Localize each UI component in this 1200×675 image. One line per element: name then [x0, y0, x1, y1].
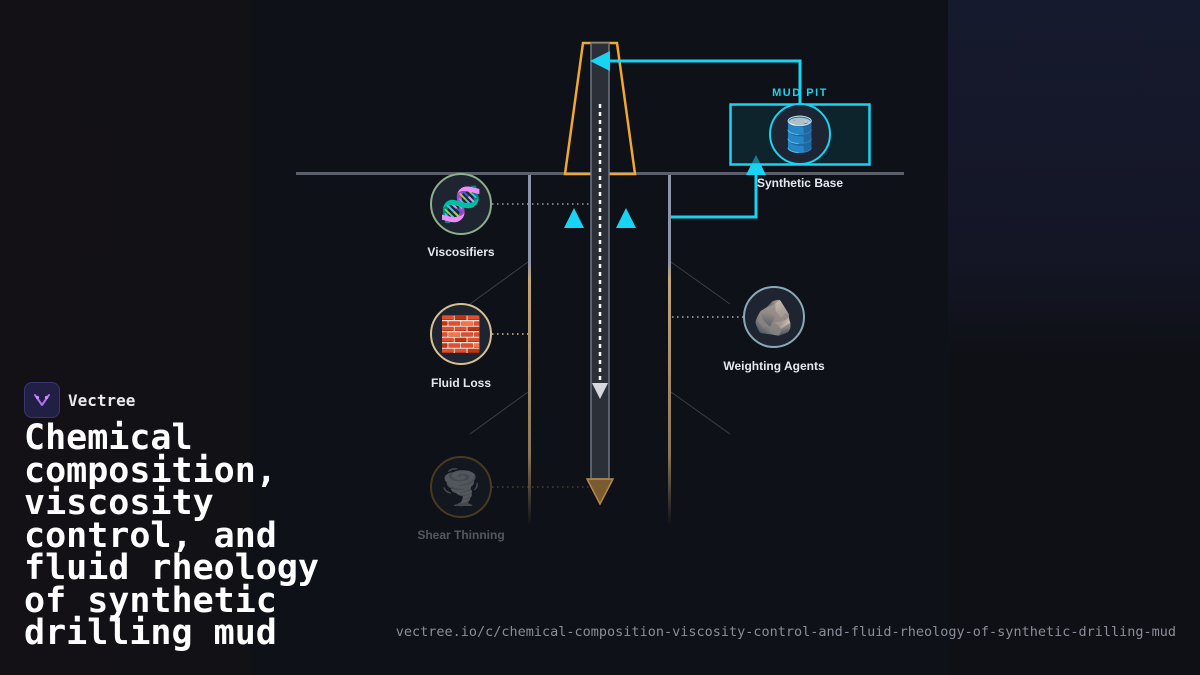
drill-pipe	[590, 42, 610, 480]
synthetic-base-label: Synthetic Base	[757, 176, 843, 190]
return-flow-line	[671, 172, 758, 219]
downflow-arrow-head	[592, 383, 608, 399]
mud-pit-label: MUD PIT	[772, 87, 828, 99]
shear-thinning-label: Shear Thinning	[417, 528, 504, 542]
fluid-loss-label: Fluid Loss	[431, 376, 491, 390]
wellbore-wall-left	[528, 175, 531, 525]
fluid-loss-node: 🧱 Fluid Loss	[430, 303, 492, 390]
right-panel-background	[948, 0, 1200, 360]
source-url[interactable]: vectree.io/c/chemical-composition-viscos…	[395, 624, 1176, 640]
supply-flow-arrow-head	[590, 51, 610, 71]
wellbore-wall-right	[668, 175, 671, 525]
rock-icon: 🪨	[753, 298, 795, 338]
drill-bit	[585, 478, 615, 506]
brick-icon: 🧱	[440, 315, 482, 355]
shear-thinning-node: 🌪️ Shear Thinning	[417, 456, 505, 542]
formation-lines	[469, 261, 731, 435]
synthetic-base-node: 🛢️ Synthetic Base	[757, 103, 843, 190]
supply-flow-line	[608, 59, 802, 104]
weighting-agents-label: Weighting Agents	[723, 359, 825, 373]
page-title: Chemical composition, viscosity control,…	[24, 418, 320, 653]
annulus-arrow-head-right	[616, 208, 636, 228]
left-panel-background	[0, 0, 260, 675]
brand-name: Vectree	[68, 390, 136, 410]
shear-thinning-group: 🌪️ Shear Thinning	[417, 456, 590, 542]
weighting-agents-node: 🪨 Weighting Agents	[723, 286, 825, 373]
dna-icon: 🧬	[440, 184, 482, 225]
vectree-logo-icon	[24, 382, 60, 418]
tornado-icon: 🌪️	[440, 467, 482, 508]
viscosifiers-node: 🧬 Viscosifiers	[427, 173, 495, 259]
viscosifiers-label: Viscosifiers	[427, 245, 494, 259]
annulus-arrow-head-left	[564, 208, 584, 228]
oil-drum-icon: 🛢️	[779, 115, 821, 155]
brand: Vectree	[24, 382, 135, 418]
